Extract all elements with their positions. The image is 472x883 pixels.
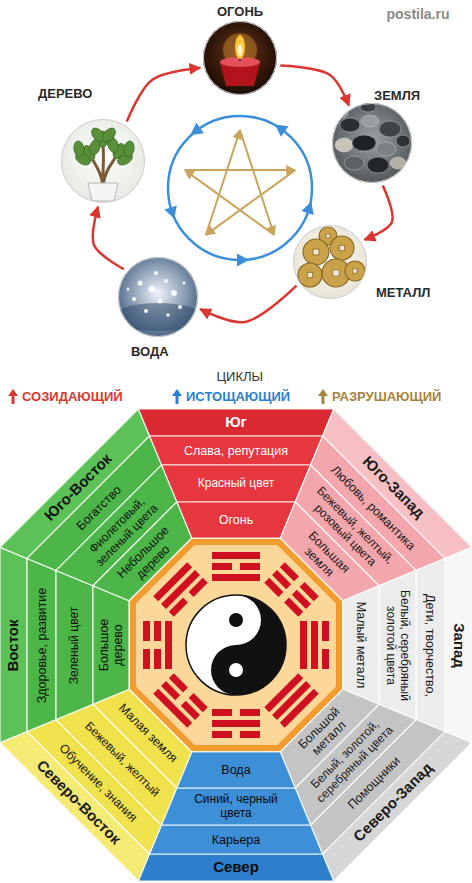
element-label: ОГОНЬ — [217, 5, 263, 20]
sector-text-box: Дети, творчество, — [417, 571, 444, 718]
sector-text: Вода — [221, 763, 250, 777]
sector-text-box: Белый, серебряный золотой цвета — [380, 586, 415, 704]
sector-text: Зеленый цвет — [68, 606, 81, 683]
water-illustration — [118, 257, 198, 337]
sector-text-box: Восток — [1, 560, 26, 731]
element-label-box: ЗЕМЛЯ — [374, 89, 420, 104]
direction-name: Запад — [450, 623, 467, 668]
cycle-arrow — [280, 66, 349, 106]
watermark: postila.ru — [387, 6, 450, 22]
cycle-arrow — [200, 286, 296, 323]
yin-yang — [186, 595, 286, 695]
element-circle: ДЕРЕВО — [61, 119, 145, 203]
legend-text: ИСТОЩАЮЩИЙ — [186, 389, 290, 404]
sector-text: Малый металл — [354, 602, 368, 689]
element-label: ВОДА — [131, 345, 169, 360]
bagua-center — [129, 538, 343, 752]
legend-item: РАЗРУШАЮЩИЙ — [318, 389, 441, 404]
exhausting-cycle-ring — [164, 116, 317, 267]
direction-name: Север — [213, 859, 259, 876]
sector-text: Красный цвет — [198, 477, 275, 490]
element-label: ДЕРЕВО — [38, 87, 92, 102]
element-label-box: ДЕРЕВО — [38, 87, 92, 102]
sector-text: Здоровье, развитие — [35, 587, 49, 703]
element-circle: ОГОНЬ — [203, 21, 277, 95]
earth-illustration — [332, 103, 412, 183]
legend-text: РАЗРУШАЮЩИЙ — [332, 389, 441, 404]
sector-text: Большое дерево — [97, 601, 125, 689]
legend-item: СОЗИДАЮЩИЙ — [8, 389, 123, 404]
legend-text: СОЗИДАЮЩИЙ — [22, 389, 123, 404]
cycle-arrow — [364, 186, 392, 240]
direction-name: Восток — [5, 619, 22, 671]
cycle-arrow — [93, 207, 124, 270]
element-circle: ЗЕМЛЯ — [332, 103, 412, 183]
sector-text-box: Запад — [446, 560, 471, 731]
destructive-star — [185, 130, 295, 235]
sector-text-box: Слава, репутация — [162, 437, 309, 464]
metal-illustration — [293, 225, 367, 299]
element-label: ЗЕМЛЯ — [374, 89, 420, 104]
sector-text-box: Огонь — [192, 503, 280, 537]
sector-text-box: Здоровье, развитие — [28, 571, 55, 718]
sector-text-box: Карьера — [162, 826, 309, 853]
sector-text-box: Синий, черный цвета — [177, 789, 295, 824]
sector-text-box: Малый металл — [344, 601, 378, 689]
sector-text: Белый, серебряный золотой цвета — [384, 586, 411, 704]
sector-text: Слава, репутация — [184, 444, 288, 458]
legend-item: ИСТОЩАЮЩИЙ — [172, 389, 290, 404]
sector-text: Карьера — [212, 833, 261, 847]
element-circle: МЕТАЛЛ — [293, 225, 367, 299]
element-label-box: ОГОНЬ — [217, 5, 263, 20]
sector-text: Синий, черный цвета — [177, 793, 295, 820]
sector-text: Дети, творчество, — [423, 594, 437, 697]
element-circle: ВОДА — [118, 257, 198, 337]
legend-arrow — [318, 389, 328, 404]
bagua-sector: Юго-ВостокБогатствоФиолетовый, зеленый ц… — [0, 409, 192, 601]
trigrams — [143, 552, 329, 738]
fire-illustration — [203, 21, 277, 95]
sector-text: Огонь — [219, 513, 253, 527]
element-label-box: МЕТАЛЛ — [376, 286, 430, 301]
sector-text-box: Вода — [192, 753, 280, 787]
element-label-box: ВОДА — [131, 345, 169, 360]
wood-illustration — [61, 119, 145, 203]
cycle-arrow — [127, 68, 200, 122]
sector-text-box: Север — [151, 855, 322, 880]
legend-arrow — [172, 389, 182, 404]
sector-text-box: Большое дерево — [94, 601, 128, 689]
sector-text-box: Юг — [151, 410, 322, 435]
legend-arrow — [8, 389, 18, 404]
cycles-heading: ЦИКЛЫ — [217, 369, 264, 384]
sector-text-box: Красный цвет — [177, 466, 295, 501]
direction-name: Юг — [225, 414, 247, 431]
sector-text-box: Зеленый цвет — [57, 586, 92, 704]
element-label: МЕТАЛЛ — [376, 286, 430, 301]
